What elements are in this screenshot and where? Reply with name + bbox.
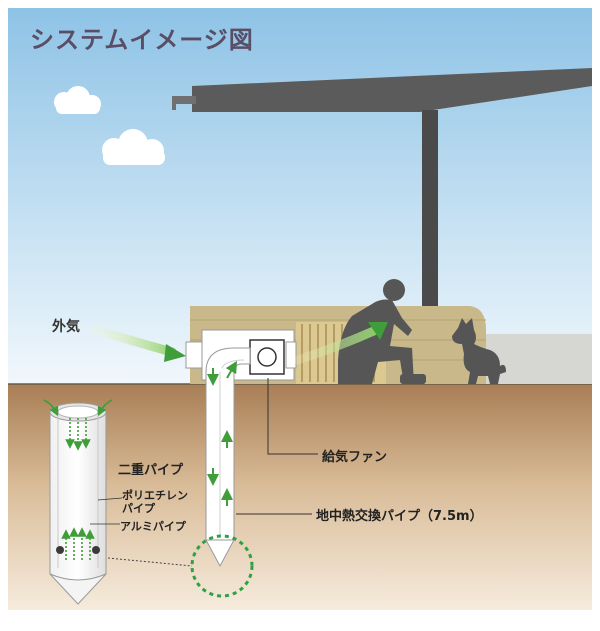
arrow-icon xyxy=(61,418,95,560)
supply-air-arrow xyxy=(293,325,381,365)
outside-air-arrow xyxy=(91,325,177,357)
aluminum-pipe-label: アルミパイプ xyxy=(120,520,186,533)
carport-roof xyxy=(172,68,592,306)
person-silhouette-icon xyxy=(338,279,426,384)
polyethylene-line-2: パイプ xyxy=(122,502,155,515)
arrow-icon xyxy=(164,344,186,362)
arrow-icon xyxy=(43,399,113,417)
cloud-icon xyxy=(102,129,165,165)
page-title: システムイメージ図 xyxy=(30,26,254,54)
pavement xyxy=(486,334,592,384)
dog-silhouette-icon xyxy=(452,318,506,384)
poly-leader xyxy=(97,497,123,501)
ground-pipe-label: 地中熱交換パイプ（7.5m） xyxy=(316,509,483,524)
double-pipe-label: 二重パイプ xyxy=(118,463,184,478)
outside-air-label: 外気 xyxy=(52,319,80,335)
cloud-icon xyxy=(54,86,101,114)
zoom-circle xyxy=(190,534,254,598)
double-pipe-cutaway xyxy=(49,402,107,605)
supply-fan-label: 給気ファン xyxy=(322,450,388,465)
arrow-icon xyxy=(368,322,388,340)
arrow-icon xyxy=(207,360,238,506)
polyethylene-line-1: ポリエチレン xyxy=(122,489,188,502)
fan-leader xyxy=(267,378,318,455)
polyethylene-pipe-label: ポリエチレン パイプ xyxy=(122,489,188,515)
